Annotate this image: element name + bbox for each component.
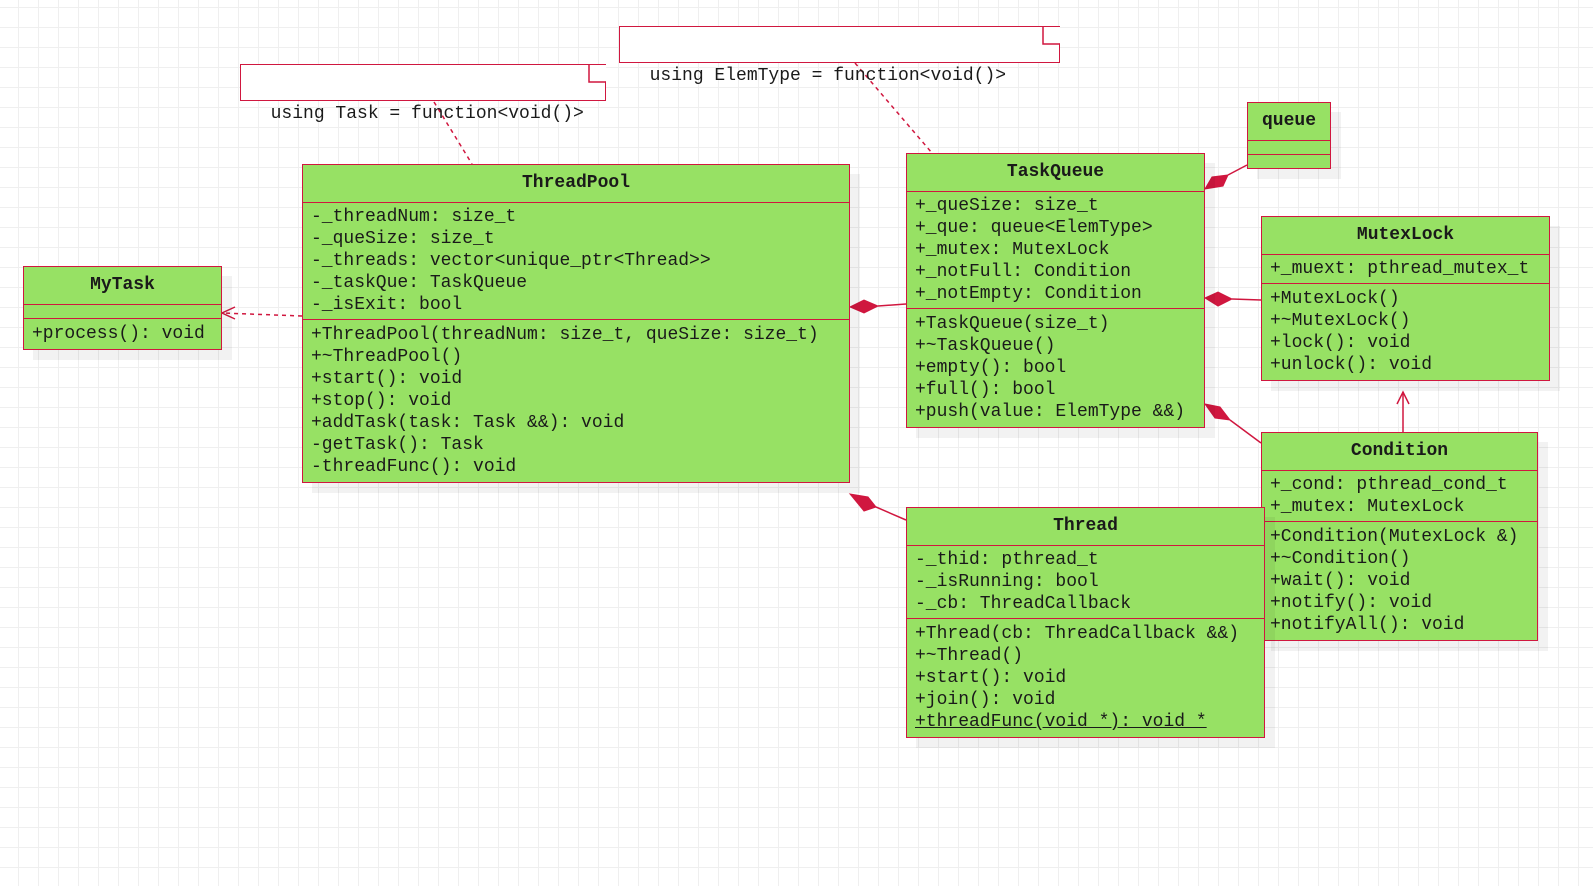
- attributes-compartment: -_thid: pthread_t-_isRunning: bool-_cb: …: [907, 546, 1264, 619]
- association-arrowhead: [1396, 390, 1410, 405]
- attributes-compartment: -_threadNum: size_t-_queSize: size_t-_th…: [303, 203, 849, 320]
- class-operation: +lock(): void: [1270, 333, 1411, 353]
- class-operation: +TaskQueue(size_t): [915, 314, 1110, 334]
- class-operation: +start(): void: [311, 369, 463, 389]
- class-operation: +unlock(): void: [1270, 355, 1433, 375]
- class-taskqueue[interactable]: TaskQueue +_queSize: size_t+_que: queue<…: [906, 153, 1205, 428]
- class-name: Condition: [1262, 433, 1537, 471]
- class-name: ThreadPool: [303, 165, 849, 203]
- composition-threadpool-taskqueue: [877, 303, 907, 307]
- operations-compartment: +MutexLock()+~MutexLock()+lock(): void+u…: [1262, 284, 1549, 380]
- class-operation: +process(): void: [32, 324, 205, 344]
- operations-compartment: +Condition(MutexLock &)+~Condition()+wai…: [1262, 522, 1537, 640]
- class-name: MyTask: [24, 267, 221, 305]
- note-text: using Task = function<void()>: [270, 104, 584, 124]
- attributes-compartment: [24, 305, 221, 319]
- composition-taskqueue-mutexlock: [1231, 298, 1262, 301]
- class-queue[interactable]: queue: [1247, 102, 1331, 169]
- dependency-arrowhead: [220, 306, 236, 320]
- class-attribute: -_queSize: size_t: [311, 229, 495, 249]
- class-name: Thread: [907, 508, 1264, 546]
- class-attribute: -_thid: pthread_t: [915, 550, 1099, 570]
- class-operation: +notify(): void: [1270, 593, 1433, 613]
- composition-diamond-thread: [848, 493, 877, 512]
- composition-diamond-queue: [1204, 174, 1229, 190]
- class-name: TaskQueue: [907, 154, 1204, 192]
- class-operation: -threadFunc(): void: [311, 457, 517, 477]
- class-attribute: +_muext: pthread_mutex_t: [1270, 259, 1530, 279]
- composition-taskqueue-condition: [1229, 419, 1262, 444]
- dependency-threadpool-mytask: [221, 312, 303, 317]
- class-attribute: +_notEmpty: Condition: [915, 284, 1142, 304]
- class-operation: +~Thread(): [915, 646, 1024, 666]
- class-operation: +notifyAll(): void: [1270, 615, 1465, 635]
- note-fold-icon: [1041, 26, 1060, 45]
- class-operation: +start(): void: [915, 668, 1067, 688]
- composition-diamond-condition: [1203, 403, 1232, 421]
- class-attribute: +_notFull: Condition: [915, 262, 1132, 282]
- class-attribute: -_taskQue: TaskQueue: [311, 273, 528, 293]
- class-mytask[interactable]: MyTask +process(): void: [23, 266, 222, 350]
- class-attribute: -_cb: ThreadCallback: [915, 594, 1132, 614]
- class-operation: +~TaskQueue(): [915, 336, 1056, 356]
- class-attribute: +_queSize: size_t: [915, 196, 1099, 216]
- class-attribute: +_que: queue<ElemType>: [915, 218, 1153, 238]
- class-operation: +join(): void: [915, 690, 1056, 710]
- class-threadpool[interactable]: ThreadPool -_threadNum: size_t-_queSize:…: [302, 164, 850, 483]
- class-operation: +~MutexLock(): [1270, 311, 1411, 331]
- note-task-alias: using Task = function<void()>: [240, 64, 606, 124]
- class-operation: +Condition(MutexLock &): [1270, 527, 1519, 547]
- class-mutexlock[interactable]: MutexLock +_muext: pthread_mutex_t +Mute…: [1261, 216, 1550, 381]
- class-condition[interactable]: Condition +_cond: pthread_cond_t+_mutex:…: [1261, 432, 1538, 641]
- composition-threadpool-thread: [875, 506, 907, 521]
- class-operation: +stop(): void: [311, 391, 452, 411]
- class-attribute: +_mutex: MutexLock: [1270, 497, 1465, 517]
- operations-compartment: +TaskQueue(size_t)+~TaskQueue()+empty():…: [907, 309, 1204, 427]
- class-operation: +MutexLock(): [1270, 289, 1400, 309]
- class-attribute: -_threadNum: size_t: [311, 207, 517, 227]
- note-fold-icon: [587, 64, 606, 83]
- attributes-compartment: +_cond: pthread_cond_t+_mutex: MutexLock: [1262, 471, 1537, 522]
- note-text: using ElemType = function<void()>: [649, 66, 1007, 86]
- class-operation: +push(value: ElemType &&): [915, 402, 1186, 422]
- operations-compartment: [1248, 155, 1330, 168]
- class-operation: -getTask(): Task: [311, 435, 484, 455]
- class-operation: +~Condition(): [1270, 549, 1411, 569]
- class-attribute: +_cond: pthread_cond_t: [1270, 475, 1508, 495]
- class-attribute: -_isExit: bool: [311, 295, 463, 315]
- class-operation: +~ThreadPool(): [311, 347, 463, 367]
- class-attribute: -_threads: vector<unique_ptr<Thread>>: [311, 251, 711, 271]
- class-attribute: -_isRunning: bool: [915, 572, 1099, 592]
- attributes-compartment: +_queSize: size_t+_que: queue<ElemType>+…: [907, 192, 1204, 309]
- class-thread[interactable]: Thread -_thid: pthread_t-_isRunning: boo…: [906, 507, 1265, 738]
- class-name: MutexLock: [1262, 217, 1549, 255]
- class-name: queue: [1248, 103, 1330, 141]
- note-elemtype-alias: using ElemType = function<void()>: [619, 26, 1060, 86]
- class-operation: +wait(): void: [1270, 571, 1411, 591]
- class-operation: +ThreadPool(threadNum: size_t, queSize: …: [311, 325, 819, 345]
- attributes-compartment: +_muext: pthread_mutex_t: [1262, 255, 1549, 284]
- composition-diamond-taskqueue: [848, 299, 880, 314]
- operations-compartment: +Thread(cb: ThreadCallback &&)+~Thread()…: [907, 619, 1264, 737]
- class-operation: +Thread(cb: ThreadCallback &&): [915, 624, 1240, 644]
- operations-compartment: +process(): void: [24, 319, 221, 349]
- class-operation: +addTask(task: Task &&): void: [311, 413, 625, 433]
- note-link-elemtype: [854, 62, 933, 154]
- composition-diamond-mutexlock: [1203, 291, 1234, 307]
- class-attribute: +_mutex: MutexLock: [915, 240, 1110, 260]
- class-operation: +full(): bool: [915, 380, 1056, 400]
- attributes-compartment: [1248, 141, 1330, 155]
- class-operation: +empty(): bool: [915, 358, 1067, 378]
- composition-taskqueue-queue: [1227, 164, 1248, 176]
- class-operation: +threadFunc(void *): void *: [915, 712, 1207, 732]
- operations-compartment: +ThreadPool(threadNum: size_t, queSize: …: [303, 320, 849, 482]
